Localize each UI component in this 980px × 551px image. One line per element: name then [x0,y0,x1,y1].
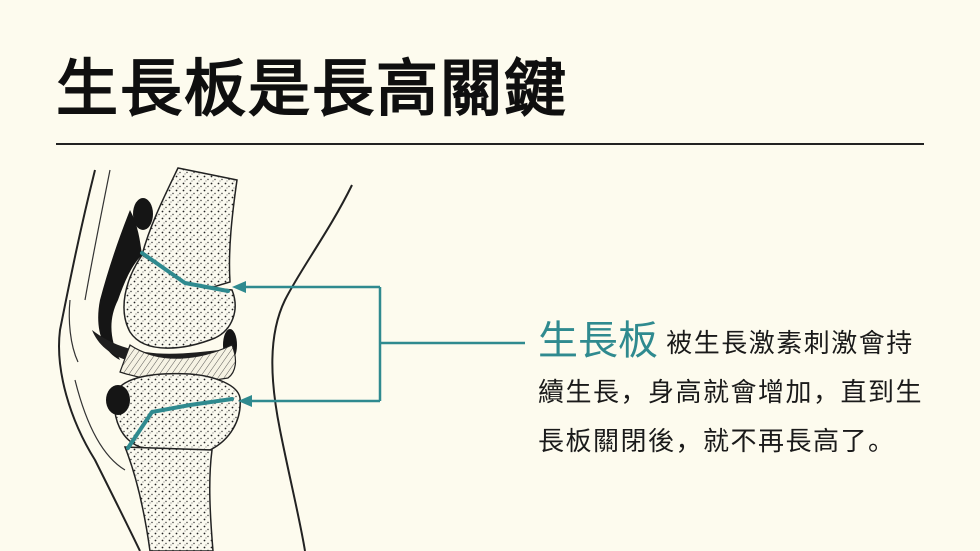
title-divider [56,143,924,145]
arrow-left-icon [242,285,525,403]
growth-plate-term: 生長板 [538,318,658,364]
knee-anatomy-illustration [58,167,525,551]
page-title: 生長板是長高關鍵 [56,52,569,125]
growth-plate-description: 生長板 被生長激素刺激會持續生長，身高就會增加，直到生長板關閉後，就不再長高了。 [538,318,938,468]
description-text: 被生長激素刺激會持續生長，身高就會增加，直到生長板關閉後，就不再長高了。 [538,329,924,457]
